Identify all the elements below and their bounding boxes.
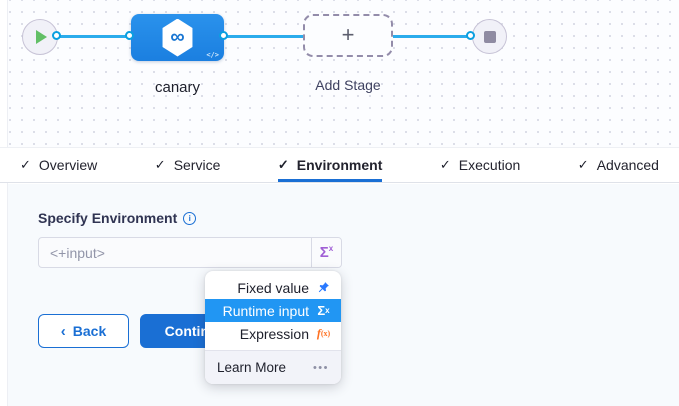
check-icon: ✓ [155,157,166,173]
menu-item-label: Runtime input [223,303,309,319]
environment-panel: Specify Environment i Σx ‹ Back Continue [8,184,679,406]
check-icon: ✓ [20,157,31,173]
tab-advanced[interactable]: ✓ Advanced [578,148,659,182]
tab-label: Overview [39,157,97,173]
tab-label: Environment [297,157,383,173]
add-stage-button[interactable]: + [303,14,393,57]
pipeline-end-node [472,19,507,54]
field-label-text: Specify Environment [38,210,177,226]
environment-input[interactable] [39,238,311,267]
menu-item-expression[interactable]: Expression f(x) [205,322,341,345]
environment-input-group: Σx [38,237,342,268]
tab-execution[interactable]: ✓ Execution [440,148,520,182]
learn-more-footer[interactable]: Learn More ••• [205,350,341,384]
code-icon: </> [206,51,219,59]
menu-item-label: Expression [240,326,309,342]
fx-icon: f(x) [316,326,331,341]
stage-node-canary[interactable]: ∞ </> [131,14,224,61]
menu-item-runtime-input[interactable]: Runtime input Σx [205,299,341,322]
infinity-icon: ∞ [170,27,184,47]
tab-label: Service [174,157,221,173]
tab-service[interactable]: ✓ Service [155,148,221,182]
chevron-left-icon: ‹ [61,323,66,340]
connector-port [219,31,228,40]
value-type-menu: Fixed value Runtime input Σx Expression … [205,271,341,350]
runtime-input-type-button[interactable]: Σx [311,238,341,267]
check-icon: ✓ [440,157,451,173]
pin-icon [316,281,331,294]
back-button[interactable]: ‹ Back [38,314,129,348]
check-icon: ✓ [578,157,589,173]
play-icon [36,30,47,44]
connector-port [466,31,475,40]
sigma-icon: Σx [320,244,333,261]
value-type-dropdown: Fixed value Runtime input Σx Expression … [205,271,341,384]
menu-item-label: Fixed value [237,280,309,296]
info-icon[interactable]: i [183,212,196,225]
left-gutter [0,0,8,406]
menu-item-fixed-value[interactable]: Fixed value [205,276,341,299]
deployment-hexagon-icon: ∞ [161,19,195,57]
add-stage-label: Add Stage [288,77,408,93]
tab-overview[interactable]: ✓ Overview [20,148,97,182]
sigma-icon: Σx [316,303,331,318]
tab-label: Execution [459,157,520,173]
tab-label: Advanced [597,157,659,173]
specify-environment-label: Specify Environment i [38,210,196,226]
pipeline-connector-line [58,35,473,38]
tab-environment[interactable]: ✓ Environment [278,148,382,182]
pipeline-canvas[interactable]: ∞ </> + canary Add Stage [0,0,679,147]
stop-icon [484,31,496,43]
ellipsis-icon[interactable]: ••• [313,362,329,374]
connector-port [52,31,61,40]
plus-icon: + [342,24,355,46]
learn-more-link[interactable]: Learn More [217,360,286,375]
stage-name-label[interactable]: canary [121,79,234,96]
connector-port [125,31,134,40]
check-icon: ✓ [278,157,289,173]
back-button-label: Back [73,323,106,339]
stage-tabbar: ✓ Overview ✓ Service ✓ Environment ✓ Exe… [0,147,679,183]
